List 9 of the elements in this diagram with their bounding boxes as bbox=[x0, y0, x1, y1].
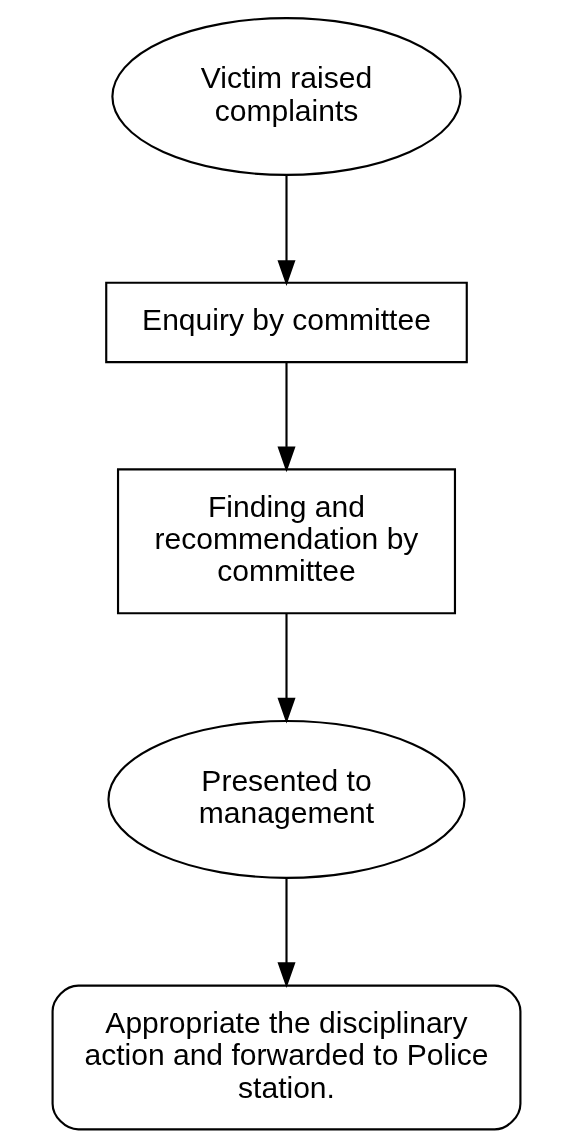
node-box: Appropriate the disciplinary action and forwarded to Police station. bbox=[51, 984, 521, 1131]
arrow bbox=[276, 175, 296, 286]
arrow bbox=[276, 362, 296, 473]
arrow bbox=[276, 613, 296, 724]
node-box: Finding and recommendation by committee bbox=[116, 468, 456, 615]
arrow bbox=[276, 878, 296, 989]
node-ellipse: Presented to management bbox=[106, 719, 466, 879]
node-ellipse: Victim raised complaints bbox=[110, 17, 462, 176]
node-box: Enquiry by committee bbox=[104, 281, 468, 364]
